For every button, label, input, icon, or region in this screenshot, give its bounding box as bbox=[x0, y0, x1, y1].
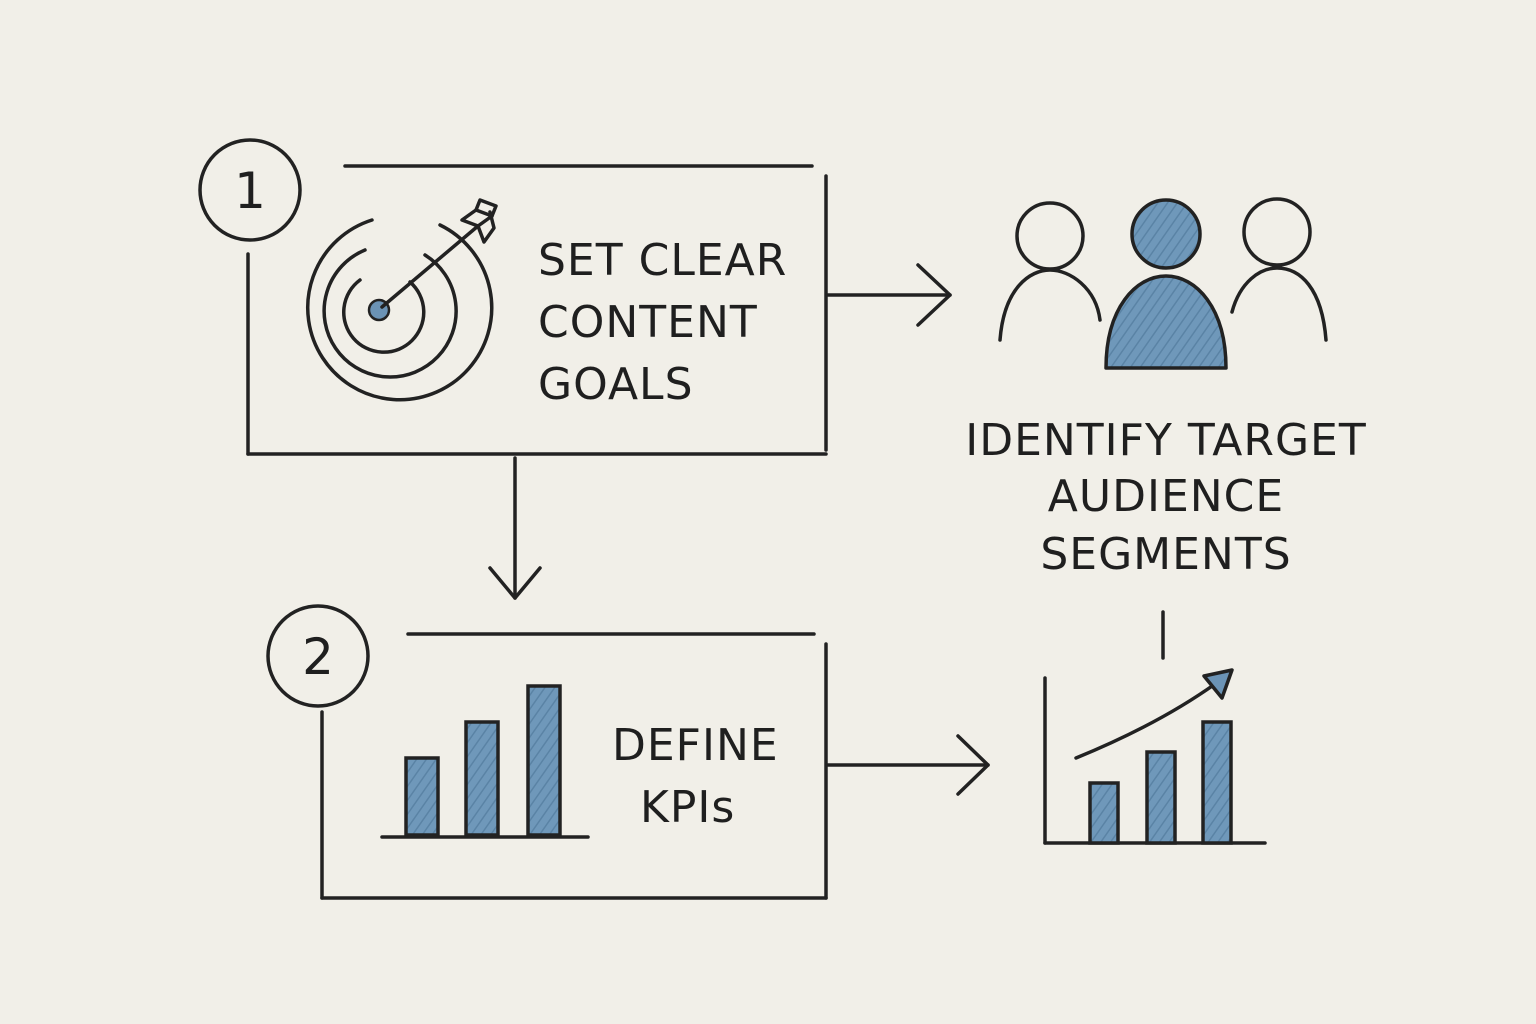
audience-label-line-1: IDENTIFY TARGET bbox=[965, 415, 1367, 466]
step-1-label-line-3: GOALS bbox=[538, 359, 694, 410]
step-2-label-line-2: KPIs bbox=[640, 782, 735, 833]
target-with-arrow-icon bbox=[306, 198, 498, 402]
step-1-label-line-1: SET CLEAR bbox=[538, 235, 787, 286]
step-2-label-line-1: DEFINE bbox=[612, 720, 779, 771]
step-2-box bbox=[320, 632, 828, 900]
bar-chart-icon bbox=[380, 684, 590, 839]
audience-label: IDENTIFY TARGET AUDIENCE SEGMENTS bbox=[965, 415, 1367, 580]
growth-chart-icon bbox=[1043, 668, 1267, 845]
arrow-to-growth-chart bbox=[826, 734, 990, 796]
audience-label-line-3: SEGMENTS bbox=[1040, 529, 1291, 580]
step-1-number: 1 bbox=[234, 162, 266, 220]
arrow-to-audience bbox=[826, 263, 952, 327]
step-1-badge: 1 bbox=[198, 138, 302, 242]
step-1-box bbox=[246, 164, 828, 456]
arrow-to-step-2 bbox=[488, 456, 542, 600]
audience-label-line-2: AUDIENCE bbox=[1048, 471, 1284, 522]
step-2-label: DEFINE KPIs bbox=[612, 720, 779, 833]
people-group-icon bbox=[998, 197, 1328, 370]
step-1-label: SET CLEAR CONTENT GOALS bbox=[538, 235, 787, 410]
step-1-label-line-2: CONTENT bbox=[538, 297, 758, 348]
step-2-number: 2 bbox=[302, 628, 334, 686]
step-2-badge: 2 bbox=[266, 604, 370, 708]
